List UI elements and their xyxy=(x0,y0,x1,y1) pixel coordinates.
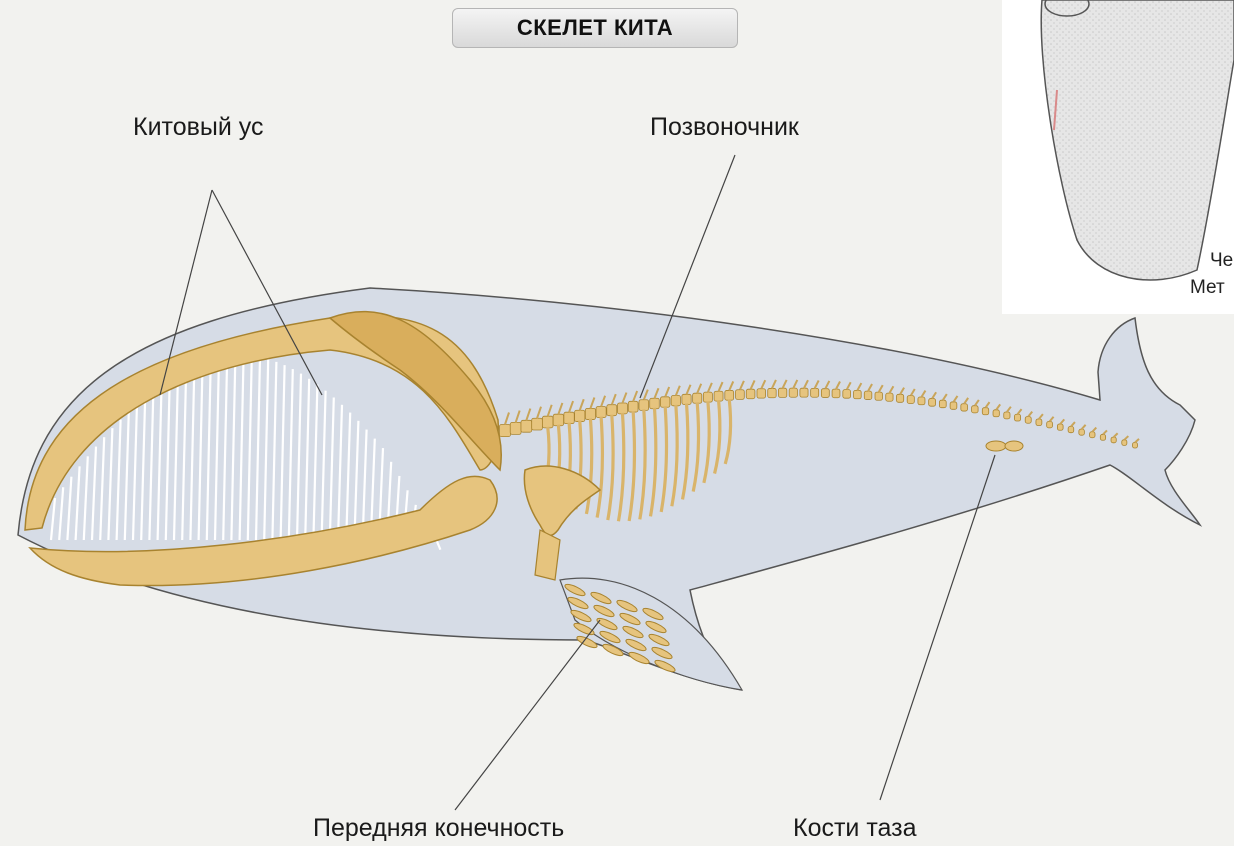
vertebra xyxy=(521,420,532,432)
vertebra xyxy=(725,390,734,400)
vertebra xyxy=(1111,437,1116,443)
diagram-title: СКЕЛЕТ КИТА xyxy=(452,8,738,48)
vertebra xyxy=(682,394,691,404)
vertebra xyxy=(821,389,829,398)
vertebra xyxy=(1100,434,1105,440)
vertebra xyxy=(1122,440,1127,446)
vertebra xyxy=(1090,432,1095,438)
vertebra xyxy=(993,410,999,417)
vertebra xyxy=(950,402,957,409)
vertebra xyxy=(596,406,606,417)
vertebra xyxy=(660,397,669,407)
vertebra xyxy=(1068,427,1074,433)
vertebra xyxy=(564,412,574,423)
vertebra xyxy=(800,388,808,397)
vertebra xyxy=(1036,419,1042,426)
vertebra xyxy=(1079,429,1085,435)
vertebra xyxy=(671,396,680,406)
vertebra xyxy=(1057,424,1063,430)
vertebra xyxy=(1014,414,1020,421)
label-forelimb: Передняя конечность xyxy=(313,814,564,843)
vertebra xyxy=(575,410,585,421)
label-baleen: Китовый ус xyxy=(133,113,263,142)
vertebra xyxy=(500,425,511,437)
vertebra xyxy=(778,388,786,397)
vertebra xyxy=(972,406,979,413)
inset-image-crop: Че Мет xyxy=(1002,0,1234,314)
vertebra xyxy=(896,394,903,402)
vertebra xyxy=(693,393,702,403)
vertebra xyxy=(703,392,712,402)
vertebra xyxy=(961,404,968,411)
vertebra xyxy=(757,389,766,398)
vertebra xyxy=(854,390,862,398)
vertebra xyxy=(886,393,893,401)
inset-shape xyxy=(1002,0,1234,314)
vertebra xyxy=(1133,443,1138,449)
vertebra xyxy=(639,400,649,411)
vertebra xyxy=(811,388,819,397)
vertebra xyxy=(1025,417,1031,424)
vertebra xyxy=(714,391,723,401)
vertebra xyxy=(918,397,925,405)
humerus-bone xyxy=(535,530,560,580)
vertebra xyxy=(875,392,882,400)
vertebra xyxy=(939,400,946,408)
vertebra xyxy=(628,401,638,412)
vertebra xyxy=(542,416,553,428)
vertebra xyxy=(553,414,563,426)
inset-caption-1: Че xyxy=(1210,250,1233,272)
vertebra xyxy=(929,399,936,407)
vertebra xyxy=(982,408,988,415)
inset-caption-2: Мет xyxy=(1190,277,1225,299)
vertebra xyxy=(510,422,521,434)
vertebra xyxy=(618,403,628,414)
vertebra xyxy=(907,396,914,404)
label-spine: Позвоночник xyxy=(650,113,799,142)
vertebra xyxy=(768,388,776,397)
vertebra xyxy=(1047,421,1053,427)
vertebra xyxy=(607,405,617,416)
vertebra xyxy=(789,388,797,397)
vertebra xyxy=(832,389,840,398)
vertebra xyxy=(585,408,595,419)
label-pelvis: Кости таза xyxy=(793,814,917,843)
vertebra xyxy=(650,398,660,409)
vertebra xyxy=(843,390,851,399)
vertebra xyxy=(864,391,872,399)
vertebra xyxy=(746,389,755,399)
vertebra xyxy=(736,390,745,400)
vertebra xyxy=(532,418,543,430)
vertebra xyxy=(1004,412,1010,419)
